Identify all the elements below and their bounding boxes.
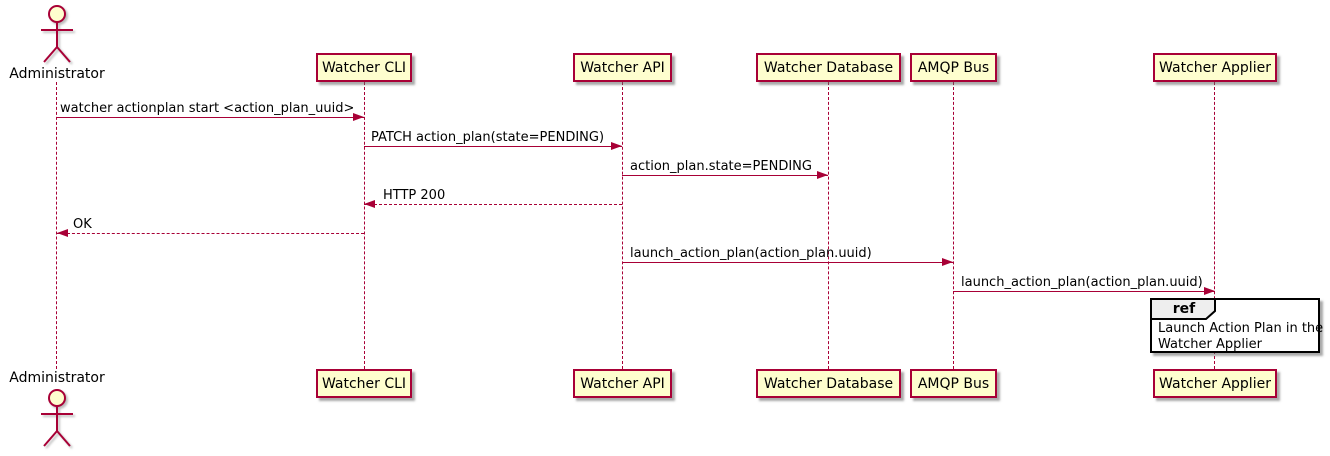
ref-keyword: ref bbox=[1172, 301, 1196, 317]
participant-watcher-applier-top: Watcher Applier bbox=[1153, 53, 1277, 82]
arrowhead-right-icon bbox=[942, 258, 953, 266]
lifeline-administrator bbox=[56, 82, 57, 369]
message-line-4 bbox=[364, 204, 622, 205]
ref-tab-shape bbox=[1150, 298, 1216, 320]
lifeline-watcher-applier bbox=[1214, 82, 1215, 369]
participant-watcher-api-bottom: Watcher API bbox=[573, 369, 672, 398]
participant-amqp-bus-bottom: AMQP Bus bbox=[910, 369, 997, 398]
ref-text-line1: Launch Action Plan in the bbox=[1158, 321, 1324, 336]
arrowhead-left-icon bbox=[364, 200, 375, 208]
participant-watcher-api-top: Watcher API bbox=[573, 53, 672, 82]
message-label-6: launch_action_plan(action_plan.uuid) bbox=[630, 246, 872, 261]
actor-label-bottom: Administrator bbox=[9, 370, 105, 386]
arrowhead-left-icon bbox=[57, 229, 68, 237]
actor-icon bbox=[41, 5, 73, 63]
participant-amqp-bus-top: AMQP Bus bbox=[910, 53, 997, 82]
message-line-6 bbox=[622, 262, 953, 263]
participant-watcher-cli-top: Watcher CLI bbox=[316, 53, 412, 82]
participant-watcher-database-bottom: Watcher Database bbox=[756, 369, 901, 398]
message-label-3: action_plan.state=PENDING bbox=[630, 159, 812, 174]
ref-fragment: ref Launch Action Plan in the Watcher Ap… bbox=[1150, 298, 1324, 353]
lifeline-watcher-api bbox=[622, 82, 623, 369]
message-label-4: HTTP 200 bbox=[383, 188, 446, 203]
message-line-2 bbox=[364, 146, 622, 147]
ref-text-line2: Watcher Applier bbox=[1158, 337, 1262, 352]
participant-watcher-applier-bottom: Watcher Applier bbox=[1153, 369, 1277, 398]
message-line-1 bbox=[57, 117, 364, 118]
lifeline-watcher-database bbox=[828, 82, 829, 369]
message-line-5 bbox=[57, 233, 364, 234]
message-label-2: PATCH action_plan(state=PENDING) bbox=[371, 130, 605, 145]
arrowhead-right-icon bbox=[1204, 287, 1215, 295]
actor-icon bbox=[41, 389, 73, 447]
message-label-7: launch_action_plan(action_plan.uuid) bbox=[961, 275, 1203, 290]
arrowhead-right-icon bbox=[353, 113, 364, 121]
participant-watcher-database-top: Watcher Database bbox=[756, 53, 901, 82]
lifeline-amqp-bus bbox=[953, 82, 954, 369]
arrowhead-right-icon bbox=[817, 171, 828, 179]
message-label-1: watcher actionplan start <action_plan_uu… bbox=[60, 101, 355, 116]
lifeline-watcher-cli bbox=[364, 82, 365, 369]
participant-watcher-cli-bottom: Watcher CLI bbox=[316, 369, 412, 398]
message-line-3 bbox=[622, 175, 828, 176]
actor-label-top: Administrator bbox=[9, 66, 105, 82]
message-line-7 bbox=[953, 291, 1215, 292]
message-label-5: OK bbox=[73, 217, 92, 232]
arrowhead-right-icon bbox=[611, 142, 622, 150]
